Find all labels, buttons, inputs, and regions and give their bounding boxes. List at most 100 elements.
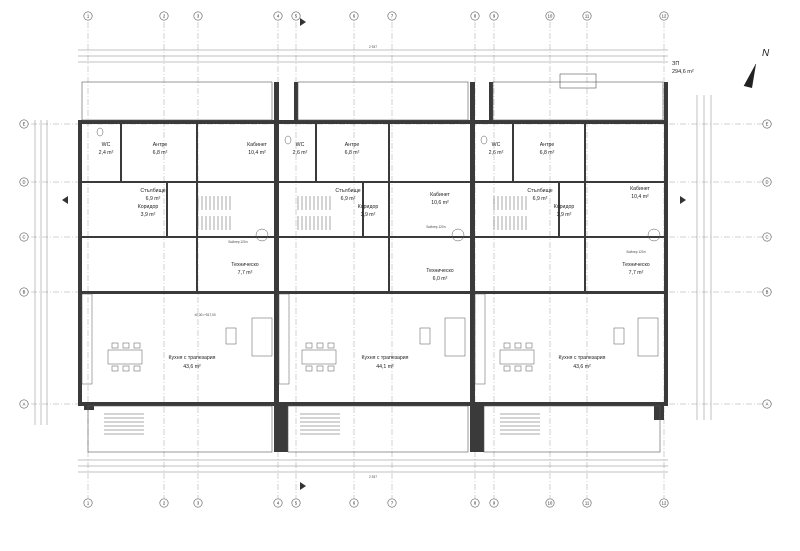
room-name: Техническо: [426, 268, 454, 274]
room-area: 2,4 m²: [99, 150, 114, 156]
total-area-value: 294,6 m²: [672, 69, 694, 75]
axis-number: 5: [295, 14, 298, 19]
room-area: 6,8 m²: [540, 150, 555, 156]
terraces: [81, 73, 664, 453]
axis-bubble: [545, 11, 555, 21]
axis-bubble: [193, 498, 203, 508]
room-name: Кабинет: [630, 186, 650, 192]
axis-letter: A: [766, 402, 769, 407]
room-name: Стълбище: [335, 188, 360, 194]
axis-bubble: [19, 287, 29, 297]
axis-number: 10: [548, 14, 553, 19]
axis-letter: D: [765, 180, 768, 185]
axis-number: 9: [493, 501, 496, 506]
axis-number: 12: [662, 14, 667, 19]
axis-number: 9: [493, 14, 496, 19]
axis-bubble: [291, 11, 301, 21]
axis-bubble: [19, 232, 29, 242]
axis-bubble: [193, 11, 203, 21]
room-area: 7,7 m²: [629, 270, 644, 276]
chair: [111, 365, 119, 372]
north-arrow-icon: N: [743, 48, 770, 88]
axis-bubble: [489, 11, 499, 21]
axis-bubble: [489, 498, 499, 508]
furniture: [81, 127, 661, 385]
axis-number: 11: [585, 501, 590, 506]
chair: [327, 365, 335, 372]
room-name: Антре: [153, 142, 168, 148]
axis-number: 4: [277, 14, 280, 19]
level-mark: ±0,00=+517,00: [194, 313, 216, 317]
room-area: 10,6 m²: [431, 200, 449, 206]
chair: [122, 365, 130, 372]
axis-number: 3: [197, 14, 200, 19]
room-area: 43,6 m²: [573, 364, 591, 370]
boiler-note-1: Бойлер 120л: [426, 225, 445, 229]
axis-bubble: [387, 11, 397, 21]
room-area: 7,7 m²: [238, 270, 253, 276]
room-area: 43,6 m²: [183, 364, 201, 370]
room-name: Коридор: [554, 204, 575, 210]
axis-bubble: [159, 498, 169, 508]
room-area: 10,4 m²: [631, 194, 649, 200]
axis-bubble: [762, 399, 772, 409]
axis-bubble: [19, 399, 29, 409]
room-name: Техническо: [622, 262, 650, 268]
axis-number: 3: [197, 501, 200, 506]
room-name: Техническо: [231, 262, 259, 268]
axis-letter: B: [766, 290, 769, 295]
axis-number: 6: [353, 501, 356, 506]
room-name: Кабинет: [430, 192, 450, 198]
chair: [514, 342, 522, 349]
axis-bubble: [83, 11, 93, 21]
axis-bubble: [545, 498, 555, 508]
axis-number: 2: [163, 14, 166, 19]
north-label: N: [762, 48, 770, 59]
chair: [316, 342, 324, 349]
boiler-note-2: Бойлер 120л: [228, 240, 247, 244]
axis-number: 1: [87, 14, 90, 19]
chair: [525, 342, 533, 349]
room-name: Антре: [345, 142, 360, 148]
axis-number: 8: [474, 501, 477, 506]
axis-bubble: [762, 177, 772, 187]
axis-letter: D: [22, 180, 25, 185]
axis-bubble: [762, 232, 772, 242]
axis-number: 5: [295, 501, 298, 506]
axis-number: 6: [353, 14, 356, 19]
axis-number: 2: [163, 501, 166, 506]
axis-bubble: [470, 11, 480, 21]
room-name: WC: [296, 142, 305, 148]
room-name: Коридор: [358, 204, 379, 210]
room-area: 6,0 m²: [433, 276, 448, 282]
axis-bubble: [19, 177, 29, 187]
axis-bubble: [291, 498, 301, 508]
chair: [122, 342, 130, 349]
room-name: WC: [492, 142, 501, 148]
axis-letter: E: [23, 122, 26, 127]
room-area: 3,9 m²: [557, 212, 572, 218]
axis-bubble: [762, 287, 772, 297]
section-markers: [62, 18, 686, 490]
axis-letter: C: [22, 235, 25, 240]
room-area: 6,8 m²: [345, 150, 360, 156]
axis-bubble: [659, 11, 669, 21]
axis-bubble: [349, 11, 359, 21]
chair: [503, 365, 511, 372]
chair: [316, 365, 324, 372]
axis-bubble: [470, 498, 480, 508]
room-area: 3,9 m²: [361, 212, 376, 218]
total-dimension-bottom: 2 937: [369, 475, 377, 479]
axis-number: 8: [474, 14, 477, 19]
axis-letter: B: [23, 290, 26, 295]
chair: [327, 342, 335, 349]
axis-number: 11: [585, 14, 590, 19]
axis-number: 1: [87, 501, 90, 506]
room-area: 44,1 m²: [376, 364, 394, 370]
axis-bubble: [349, 498, 359, 508]
axis-letter: A: [23, 402, 26, 407]
room-area: 10,4 m²: [248, 150, 266, 156]
axis-bubble: [83, 498, 93, 508]
